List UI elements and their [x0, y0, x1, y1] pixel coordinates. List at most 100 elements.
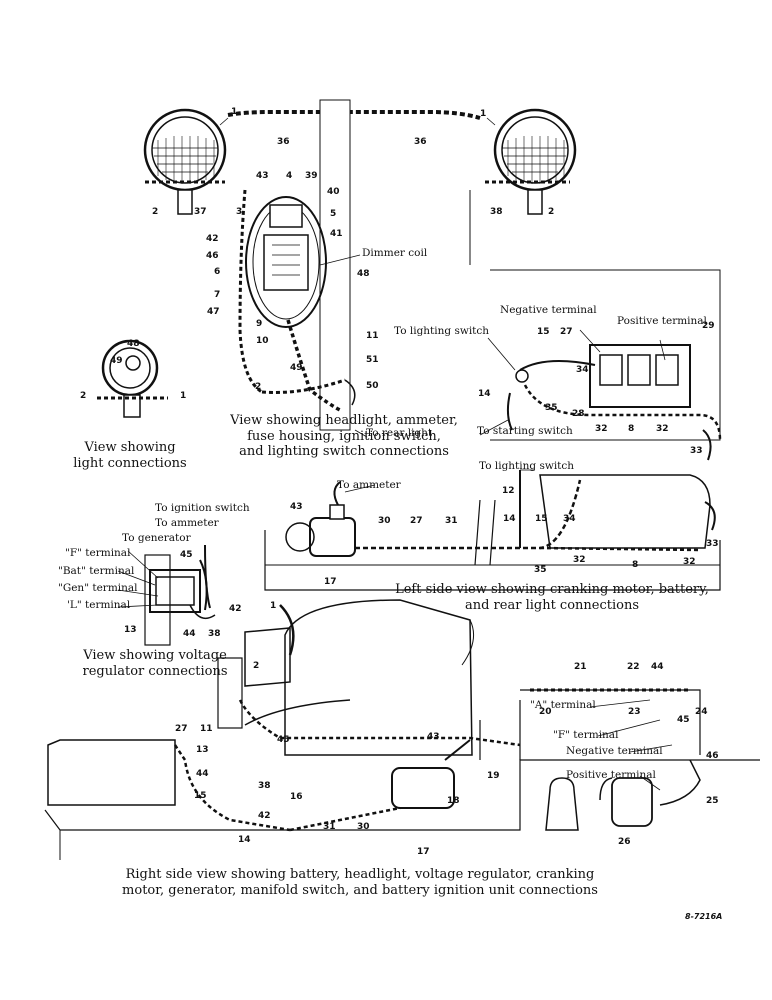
callout: 48 [127, 339, 140, 349]
to-lighting-switch-label: To lighting switch [394, 325, 490, 337]
callout: 34 [563, 514, 576, 524]
l-terminal-label: 'L" terminal [67, 599, 131, 611]
callout: 44 [196, 769, 209, 779]
caption-line: regulator connections [82, 663, 228, 679]
callout: 41 [330, 229, 343, 239]
callout: 15 [537, 327, 550, 337]
callout: 20 [539, 707, 552, 717]
callout: 32 [683, 557, 696, 567]
callout: 30 [357, 822, 370, 832]
bat-terminal-label: "Bat" terminal [58, 565, 135, 577]
callout: 36 [277, 137, 290, 147]
to-ignition-switch-label: To ignition switch [155, 502, 250, 514]
callout: 30 [378, 516, 391, 526]
callout: 32 [656, 424, 669, 434]
callout: 2 [255, 382, 262, 392]
callout: 49 [290, 363, 303, 373]
callout: 17 [417, 847, 430, 857]
callout: 14 [503, 514, 516, 524]
left-side-caption: Left side view showing cranking motor, b… [382, 582, 722, 613]
callout: 51 [366, 355, 379, 365]
voltage-regulator-caption: View showing voltage regulator connectio… [55, 648, 255, 679]
callout: 38 [490, 207, 503, 217]
callout: 6 [214, 267, 221, 277]
callout: 35 [545, 403, 558, 413]
callout: 44 [183, 629, 196, 639]
callout: 29 [702, 321, 715, 331]
callout: 35 [534, 565, 547, 575]
callout: 18 [447, 796, 460, 806]
callout: 4 [286, 171, 293, 181]
callout: 7 [214, 290, 221, 300]
callout: 45 [677, 715, 690, 725]
to-starting-switch-label: To starting switch [477, 425, 573, 437]
caption-line: fuse housing, ignition switch, [247, 428, 441, 444]
callout: 8 [628, 424, 635, 434]
to-ammeter-label: To ammeter [337, 479, 401, 491]
caption-line: light connections [73, 455, 187, 471]
callout: 27 [175, 724, 188, 734]
callout: 50 [366, 381, 379, 391]
callout: 45 [180, 550, 193, 560]
callout: 14 [478, 389, 491, 399]
callout: 21 [574, 662, 587, 672]
callout: 42 [258, 811, 271, 821]
callout: 34 [576, 365, 589, 375]
callout: 27 [560, 327, 573, 337]
callout: 16 [290, 792, 303, 802]
callout: 15 [194, 791, 207, 801]
light-connections-caption: View showing light connections [60, 440, 200, 471]
callout: 17 [324, 577, 337, 587]
positive-terminal-label: Positive terminal [617, 315, 707, 327]
callout: 14 [238, 835, 251, 845]
callout: 32 [573, 555, 586, 565]
caption-line: and rear light connections [464, 597, 640, 613]
to-rear-light-label: To rear light [366, 427, 433, 439]
voltage-regulator-view [144, 544, 216, 646]
caption-line: Right side view showing battery, headlig… [125, 867, 595, 882]
callout: 2 [253, 661, 260, 671]
callout: 31 [323, 822, 336, 832]
callout: 47 [207, 307, 220, 317]
to-generator-label: To generator [122, 532, 191, 544]
negative-terminal-right-label: Negative terminal [566, 745, 663, 757]
caption-line: motor, generator, manifold switch, and b… [122, 882, 598, 898]
headlight-assembly-view [143, 99, 577, 431]
callout: 27 [410, 516, 423, 526]
callout: 46 [206, 251, 219, 261]
callout: 22 [627, 662, 640, 672]
light-connections-view [97, 339, 168, 418]
callout: 8 [632, 560, 639, 570]
callout: 19 [487, 771, 500, 781]
callout: 37 [194, 207, 207, 217]
left-side-view [264, 470, 721, 591]
callout: 24 [695, 707, 708, 717]
callout: 40 [327, 187, 340, 197]
negative-terminal-label: Negative terminal [500, 304, 597, 316]
to-ammeter-regulator-label: To ammeter [155, 517, 219, 529]
callout: 12 [502, 486, 515, 496]
callout: 2 [548, 207, 555, 217]
right-side-view [44, 599, 760, 860]
callout: 1 [231, 107, 238, 117]
f-terminal-label: "F" terminal [65, 547, 131, 559]
callout: 26 [618, 837, 631, 847]
gen-terminal-label: "Gen" terminal [58, 582, 138, 594]
callout: 23 [628, 707, 641, 717]
callout: 13 [196, 745, 209, 755]
callout: 42 [229, 604, 242, 614]
a-terminal-label: "A" terminal [530, 699, 596, 711]
headlight-panel-caption: View showing headlight, ammeter, fuse ho… [226, 413, 462, 460]
callout: 43 [256, 171, 269, 181]
callout: 33 [706, 539, 719, 549]
callout: 44 [651, 662, 664, 672]
callout: 42 [206, 234, 219, 244]
callout: 9 [256, 319, 263, 329]
callout: 46 [706, 751, 719, 761]
right-side-caption: Right side view showing battery, headlig… [120, 867, 600, 898]
callout: 43 [290, 502, 303, 512]
callout: 43 [427, 732, 440, 742]
dimmer-coil-label: Dimmer coil [362, 247, 428, 259]
callout: 1 [270, 601, 277, 611]
callout: 32 [595, 424, 608, 434]
